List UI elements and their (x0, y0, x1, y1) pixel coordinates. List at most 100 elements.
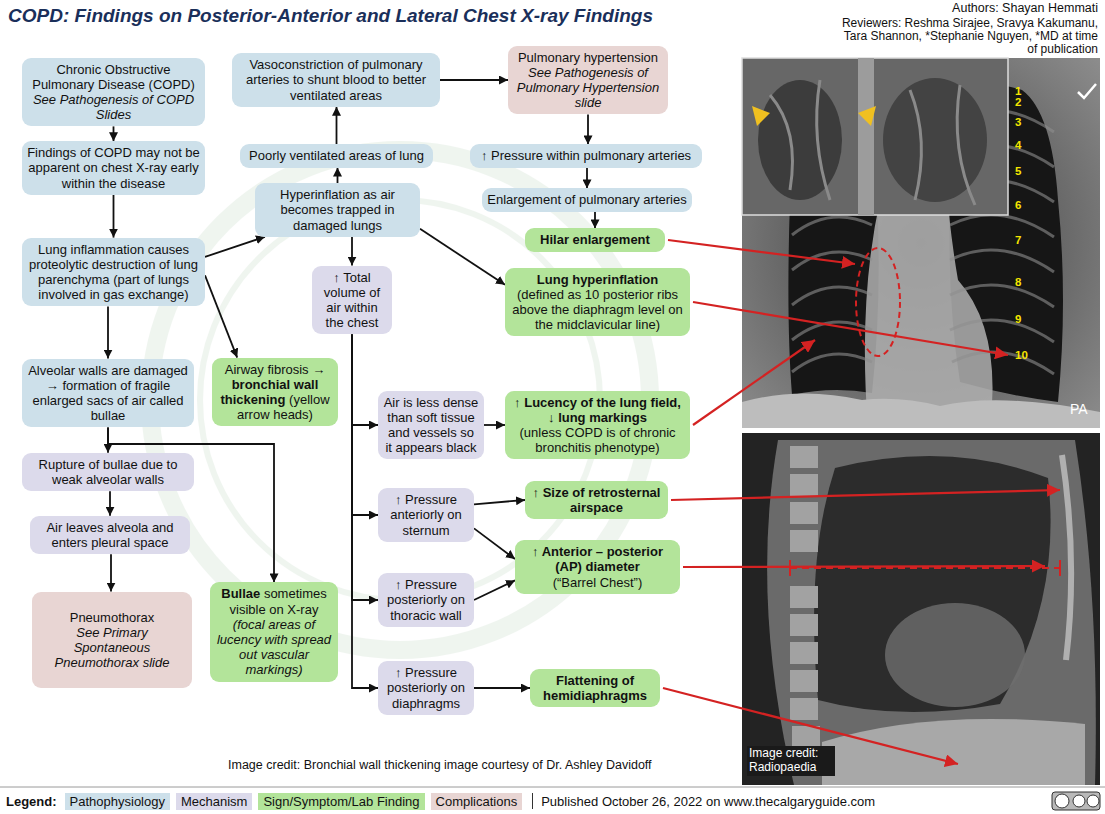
flow-arrow (110, 554, 112, 591)
flow-arrow (474, 500, 525, 504)
ribs-part (950, 250, 1054, 272)
spine-part (792, 726, 820, 748)
rib-number: 1 (1015, 86, 1021, 98)
ribs-part (792, 354, 872, 372)
flow-box: Lung hyperinflation(defined as 10 poster… (505, 268, 690, 337)
pointer-arrows-part (693, 340, 815, 425)
flow-box: Hyperinflation as air becomes trapped in… (255, 183, 420, 237)
legend-text: Complications (436, 794, 518, 809)
box-text: ↑ Pressure anteriorly on sternum (383, 492, 469, 538)
flow-arrow (205, 237, 265, 257)
flow-arrow (474, 580, 515, 600)
flow-arrow (107, 306, 109, 358)
heart (885, 603, 1025, 707)
box-text: Lung inflammation causes proteolytic des… (27, 242, 200, 303)
bronchial-inset (742, 58, 1008, 215)
image-credit: Image credit: Bronchial wall thickening … (228, 758, 748, 772)
flow-arrow (352, 334, 378, 515)
license-badge-part (1052, 792, 1100, 810)
view-label: PA (1070, 402, 1088, 416)
spine-part (790, 670, 818, 692)
bronchial-inset-part-part (957, 85, 975, 205)
yellow-arrowhead (858, 106, 876, 126)
box-text: Poorly ventilated areas of lung (245, 148, 428, 163)
diaphragm (742, 393, 1100, 428)
ribs-part (950, 320, 1054, 342)
flow-box: ↑ Total volume of air within the chest (312, 266, 392, 335)
flow-arrow (484, 424, 505, 426)
flow-arrow (586, 168, 588, 189)
flow-box: Alveolar walls are damaged → formation o… (22, 359, 194, 428)
flow-box: PneumothoraxSee Primary Spontaneous Pneu… (32, 592, 192, 689)
box-text: Air is less dense than soft tissue and v… (383, 395, 479, 456)
flow-arrow (420, 229, 505, 285)
spine-part (790, 530, 818, 552)
ribs-part (950, 285, 1054, 307)
rib-number: 5 (1015, 166, 1021, 178)
flow-box: Pulmonary hypertensionSee Pathogenesis o… (508, 46, 668, 115)
pointer-arrows-part (668, 240, 855, 264)
pointer-arrows-part (693, 302, 1008, 355)
license-badge-part (1073, 795, 1085, 807)
flow-box: ↑ Pressure posteriorly on diaphragms (378, 661, 474, 715)
bronchial-inset-part (770, 80, 975, 205)
flow-arrow (587, 114, 589, 144)
publication-note: Published October 26, 2022 on www.thecal… (541, 794, 875, 809)
flow-box: ↑ Pressure posteriorly on thoracic wall (378, 573, 474, 627)
flow-arrow (474, 528, 515, 559)
legend-bar: Legend:PathophysiologyMechanismSign/Symp… (6, 791, 875, 811)
rib-number: 6 (1015, 200, 1021, 212)
flow-arrow (352, 334, 378, 688)
box-text: (“Barrel Chest”) (520, 575, 675, 590)
box-text: See Pathogenesis of COPD Slides (27, 92, 200, 122)
flow-box: Rupture of bullae due to weak alveolar w… (22, 453, 194, 491)
spine (790, 446, 820, 748)
title: COPD: Findings on Posterior-Anterior and… (8, 5, 653, 27)
lateral-xray (742, 433, 1100, 785)
pointer-arrows-part (671, 490, 1060, 500)
flow-box: ↑ Pressure anteriorly on sternum (378, 488, 474, 542)
flow-box: Bullae sometimes visible on X-ray (focal… (210, 582, 338, 681)
spine-part (790, 698, 818, 720)
box-text: Lung hyperinflation (510, 272, 685, 287)
box-text: Rupture of bullae due to weak alveolar w… (27, 457, 189, 487)
box-text: ↑ Size of retrosternal airspace (530, 485, 663, 515)
box-text: Enlargement of pulmonary arteries (487, 192, 687, 207)
chest-wall (767, 440, 1096, 785)
flow-box: Findings of COPD may not be apparent on … (22, 141, 205, 195)
box-text: Vasoconstriction of pulmonary arteries t… (237, 57, 435, 103)
rib-number: 10 (1015, 350, 1028, 362)
flow-box: ↑ Pressure within pulmonary arteries (470, 144, 702, 167)
yellow-arrowhead (752, 106, 770, 126)
rib-number: 4 (1015, 140, 1021, 152)
ribs-part (950, 215, 1054, 237)
legend-text: Sign/Symptom/Lab Finding (263, 794, 419, 809)
box-text: See Primary Spontaneous Pneumothorax sli… (38, 625, 186, 671)
box-text: ↑ Total volume of air within the chest (317, 270, 387, 331)
legend-separator (532, 793, 533, 809)
pa-xray (742, 58, 1100, 428)
image-credit: Image credit: Radiopaedia (747, 746, 835, 776)
flow-box: ↑ Size of retrosternal airspace (525, 481, 668, 519)
spine-part (790, 642, 818, 664)
box-text: ↑ Lucency of the lung field, ↓ lung mark… (510, 395, 685, 425)
rib-number: 7 (1015, 235, 1021, 247)
pointer-arrows (663, 240, 1060, 764)
box-text: ↑ Pressure within pulmonary arteries (475, 148, 697, 163)
hilum-outline (856, 248, 900, 356)
flow-arrow (113, 195, 115, 238)
flow-arrow (594, 212, 596, 229)
legend-swatch: Sign/Symptom/Lab Finding (258, 793, 424, 810)
box-text: Alveolar walls are damaged → formation o… (27, 363, 189, 424)
box-text: (unless COPD is of chronic bronchitis ph… (510, 425, 685, 455)
bronchial-inset-part (858, 58, 874, 215)
flow-box: Enlargement of pulmonary arteries (482, 188, 692, 211)
box-text: ↑ Pressure posteriorly on diaphragms (383, 665, 469, 711)
box-text: ↑ Pressure posteriorly on thoracic wall (383, 577, 469, 623)
bronchial-inset-part-part (770, 95, 793, 190)
ap-diameter-ticks (790, 560, 1060, 576)
box-text: Flattening of hemidiaphragms (535, 673, 655, 703)
flow-box: Vasoconstriction of pulmonary arteries t… (232, 53, 440, 107)
flow-box: Hilar enlargement (525, 228, 665, 251)
box-text: ↑ Anterior – posterior (AP) diameter (520, 544, 675, 574)
